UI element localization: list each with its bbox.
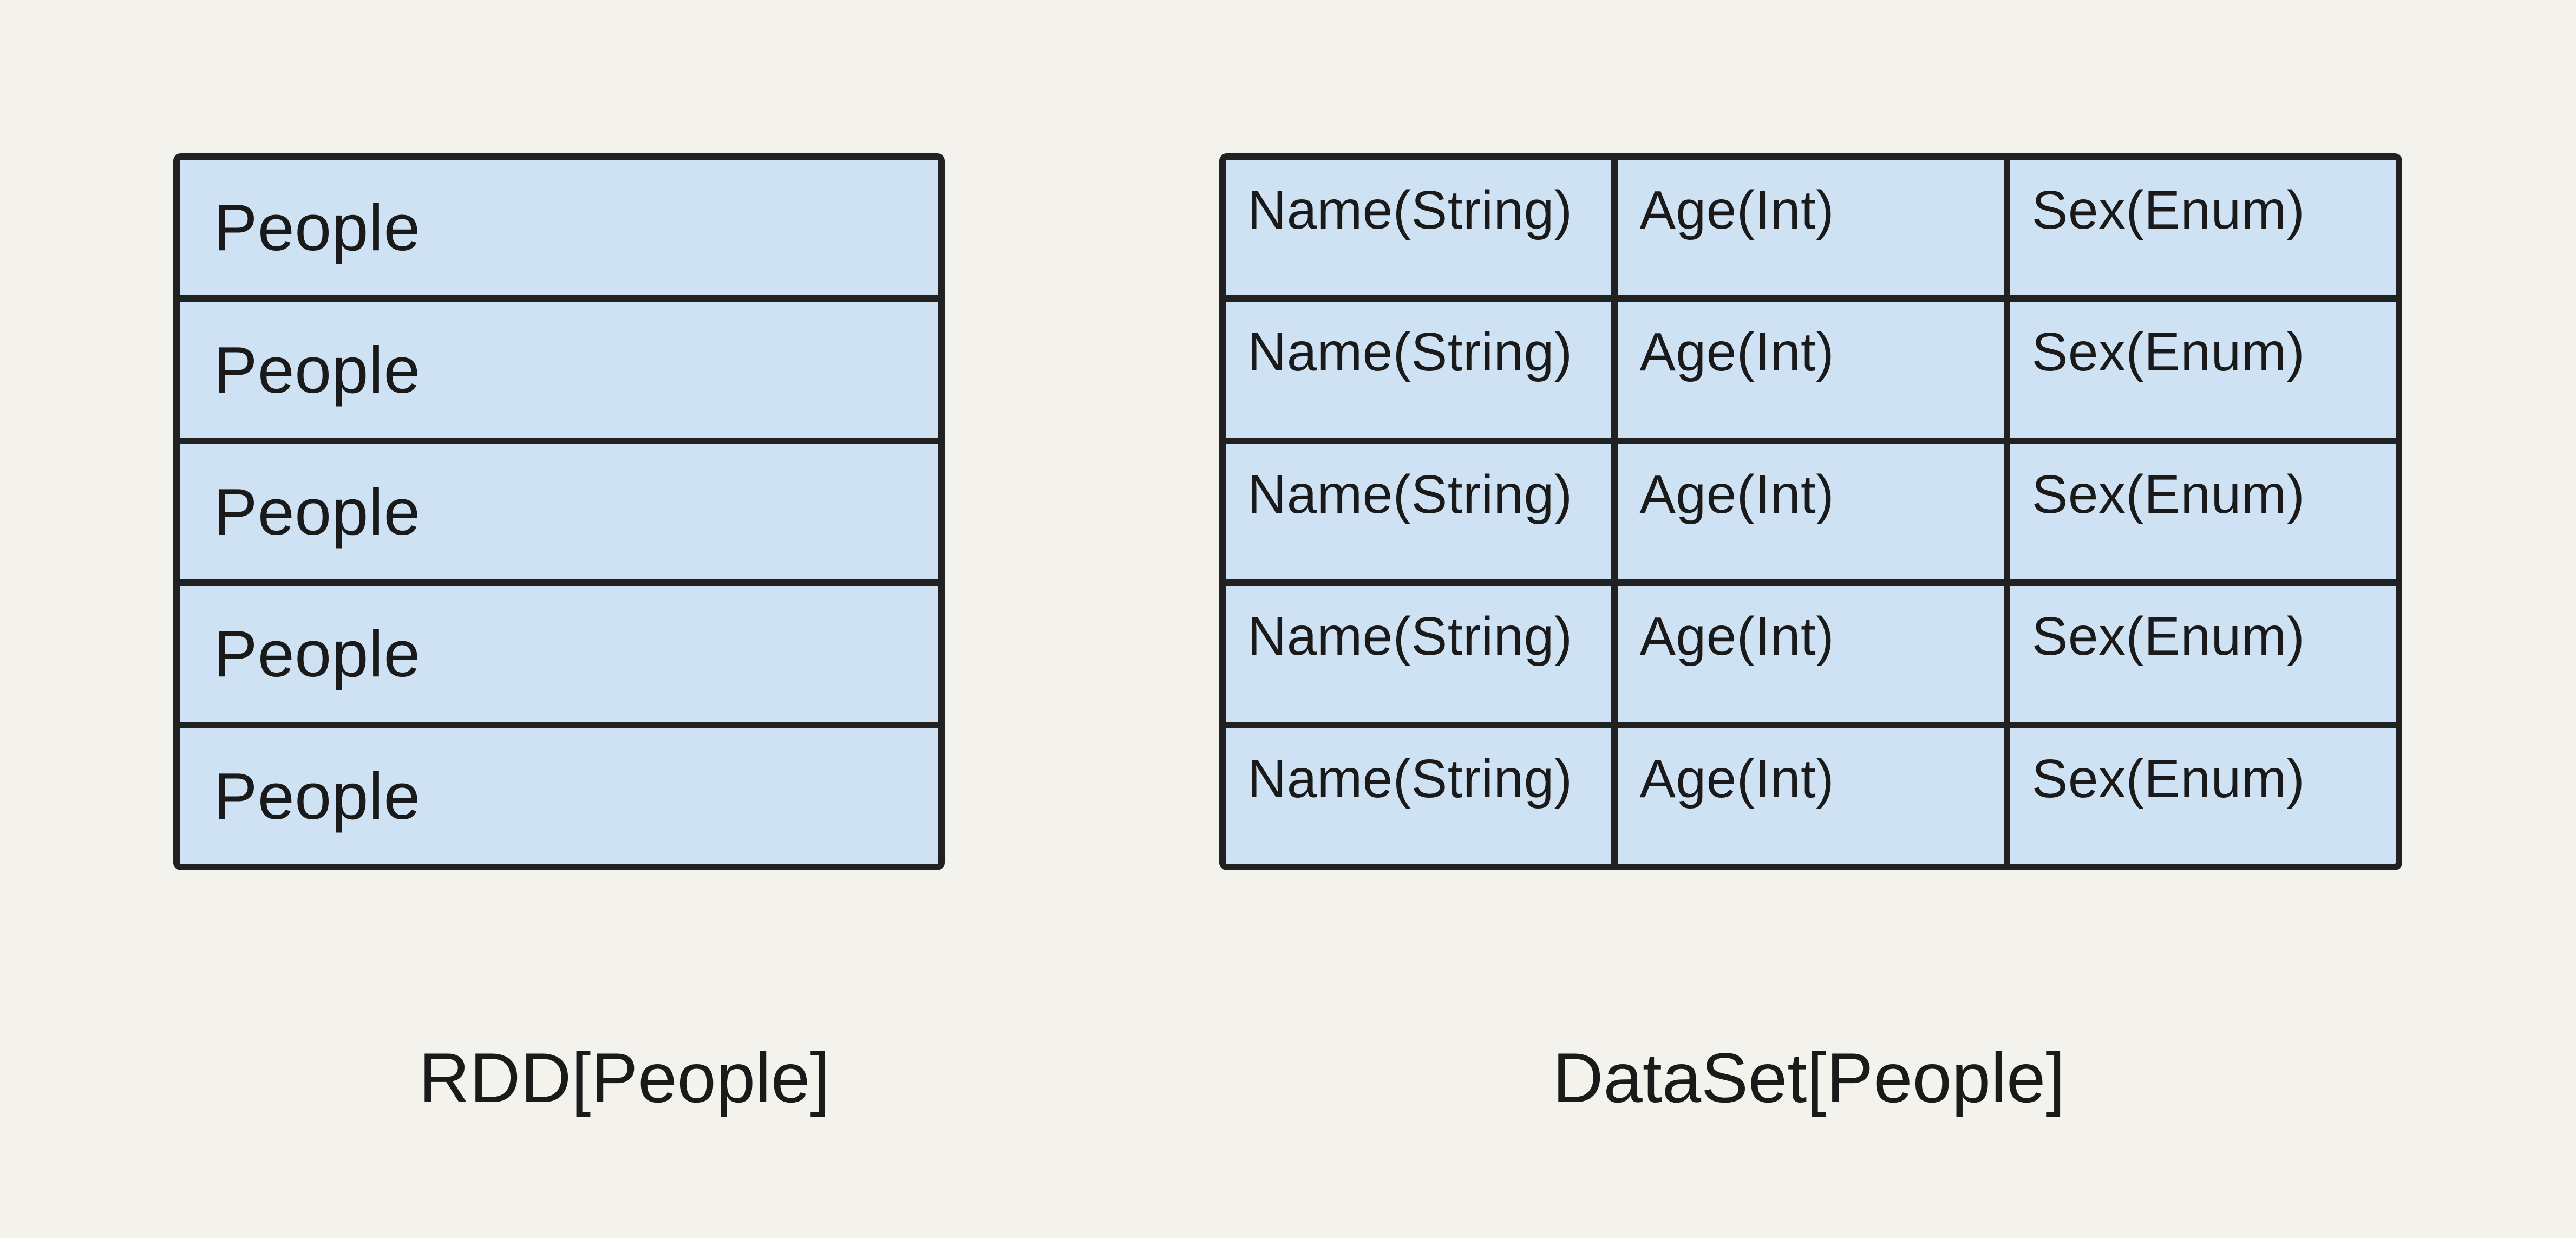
dataset-caption: DataSet[People] (1552, 1038, 2065, 1117)
row-label: People (213, 333, 421, 407)
dataset-cell: Age(Int) (1618, 728, 2004, 864)
dataset-table: Name(String) Age(Int) Sex(Enum) Name(Str… (1219, 153, 2402, 870)
dataset-cell: Name(String) (1226, 586, 1612, 722)
dataset-cell: Sex(Enum) (2010, 586, 2396, 722)
row-label: People (213, 475, 421, 549)
row-label: People (213, 759, 421, 833)
dataset-cell: Sex(Enum) (2010, 728, 2396, 864)
dataset-cell: Name(String) (1226, 728, 1612, 864)
dataset-cell: Name(String) (1226, 444, 1612, 580)
dataset-cell: Name(String) (1226, 160, 1612, 296)
dataset-cell: Age(Int) (1618, 302, 2004, 438)
dataset-cell: Age(Int) (1618, 444, 2004, 580)
row-label: People (213, 617, 421, 691)
dataset-cell: Sex(Enum) (2010, 444, 2396, 580)
dataset-cell: Age(Int) (1618, 160, 2004, 296)
dataset-cell: Sex(Enum) (2010, 160, 2396, 296)
table-row: People (180, 160, 938, 296)
dataset-cell: Name(String) (1226, 302, 1612, 438)
dataset-cell: Age(Int) (1618, 586, 2004, 722)
dataset-cell: Sex(Enum) (2010, 302, 2396, 438)
row-label: People (213, 191, 421, 265)
rdd-caption: RDD[People] (419, 1038, 830, 1117)
rdd-table: People People People People People (173, 153, 945, 870)
table-row: People (180, 728, 938, 864)
table-row: People (180, 302, 938, 438)
table-row: People (180, 444, 938, 580)
table-row: People (180, 586, 938, 722)
